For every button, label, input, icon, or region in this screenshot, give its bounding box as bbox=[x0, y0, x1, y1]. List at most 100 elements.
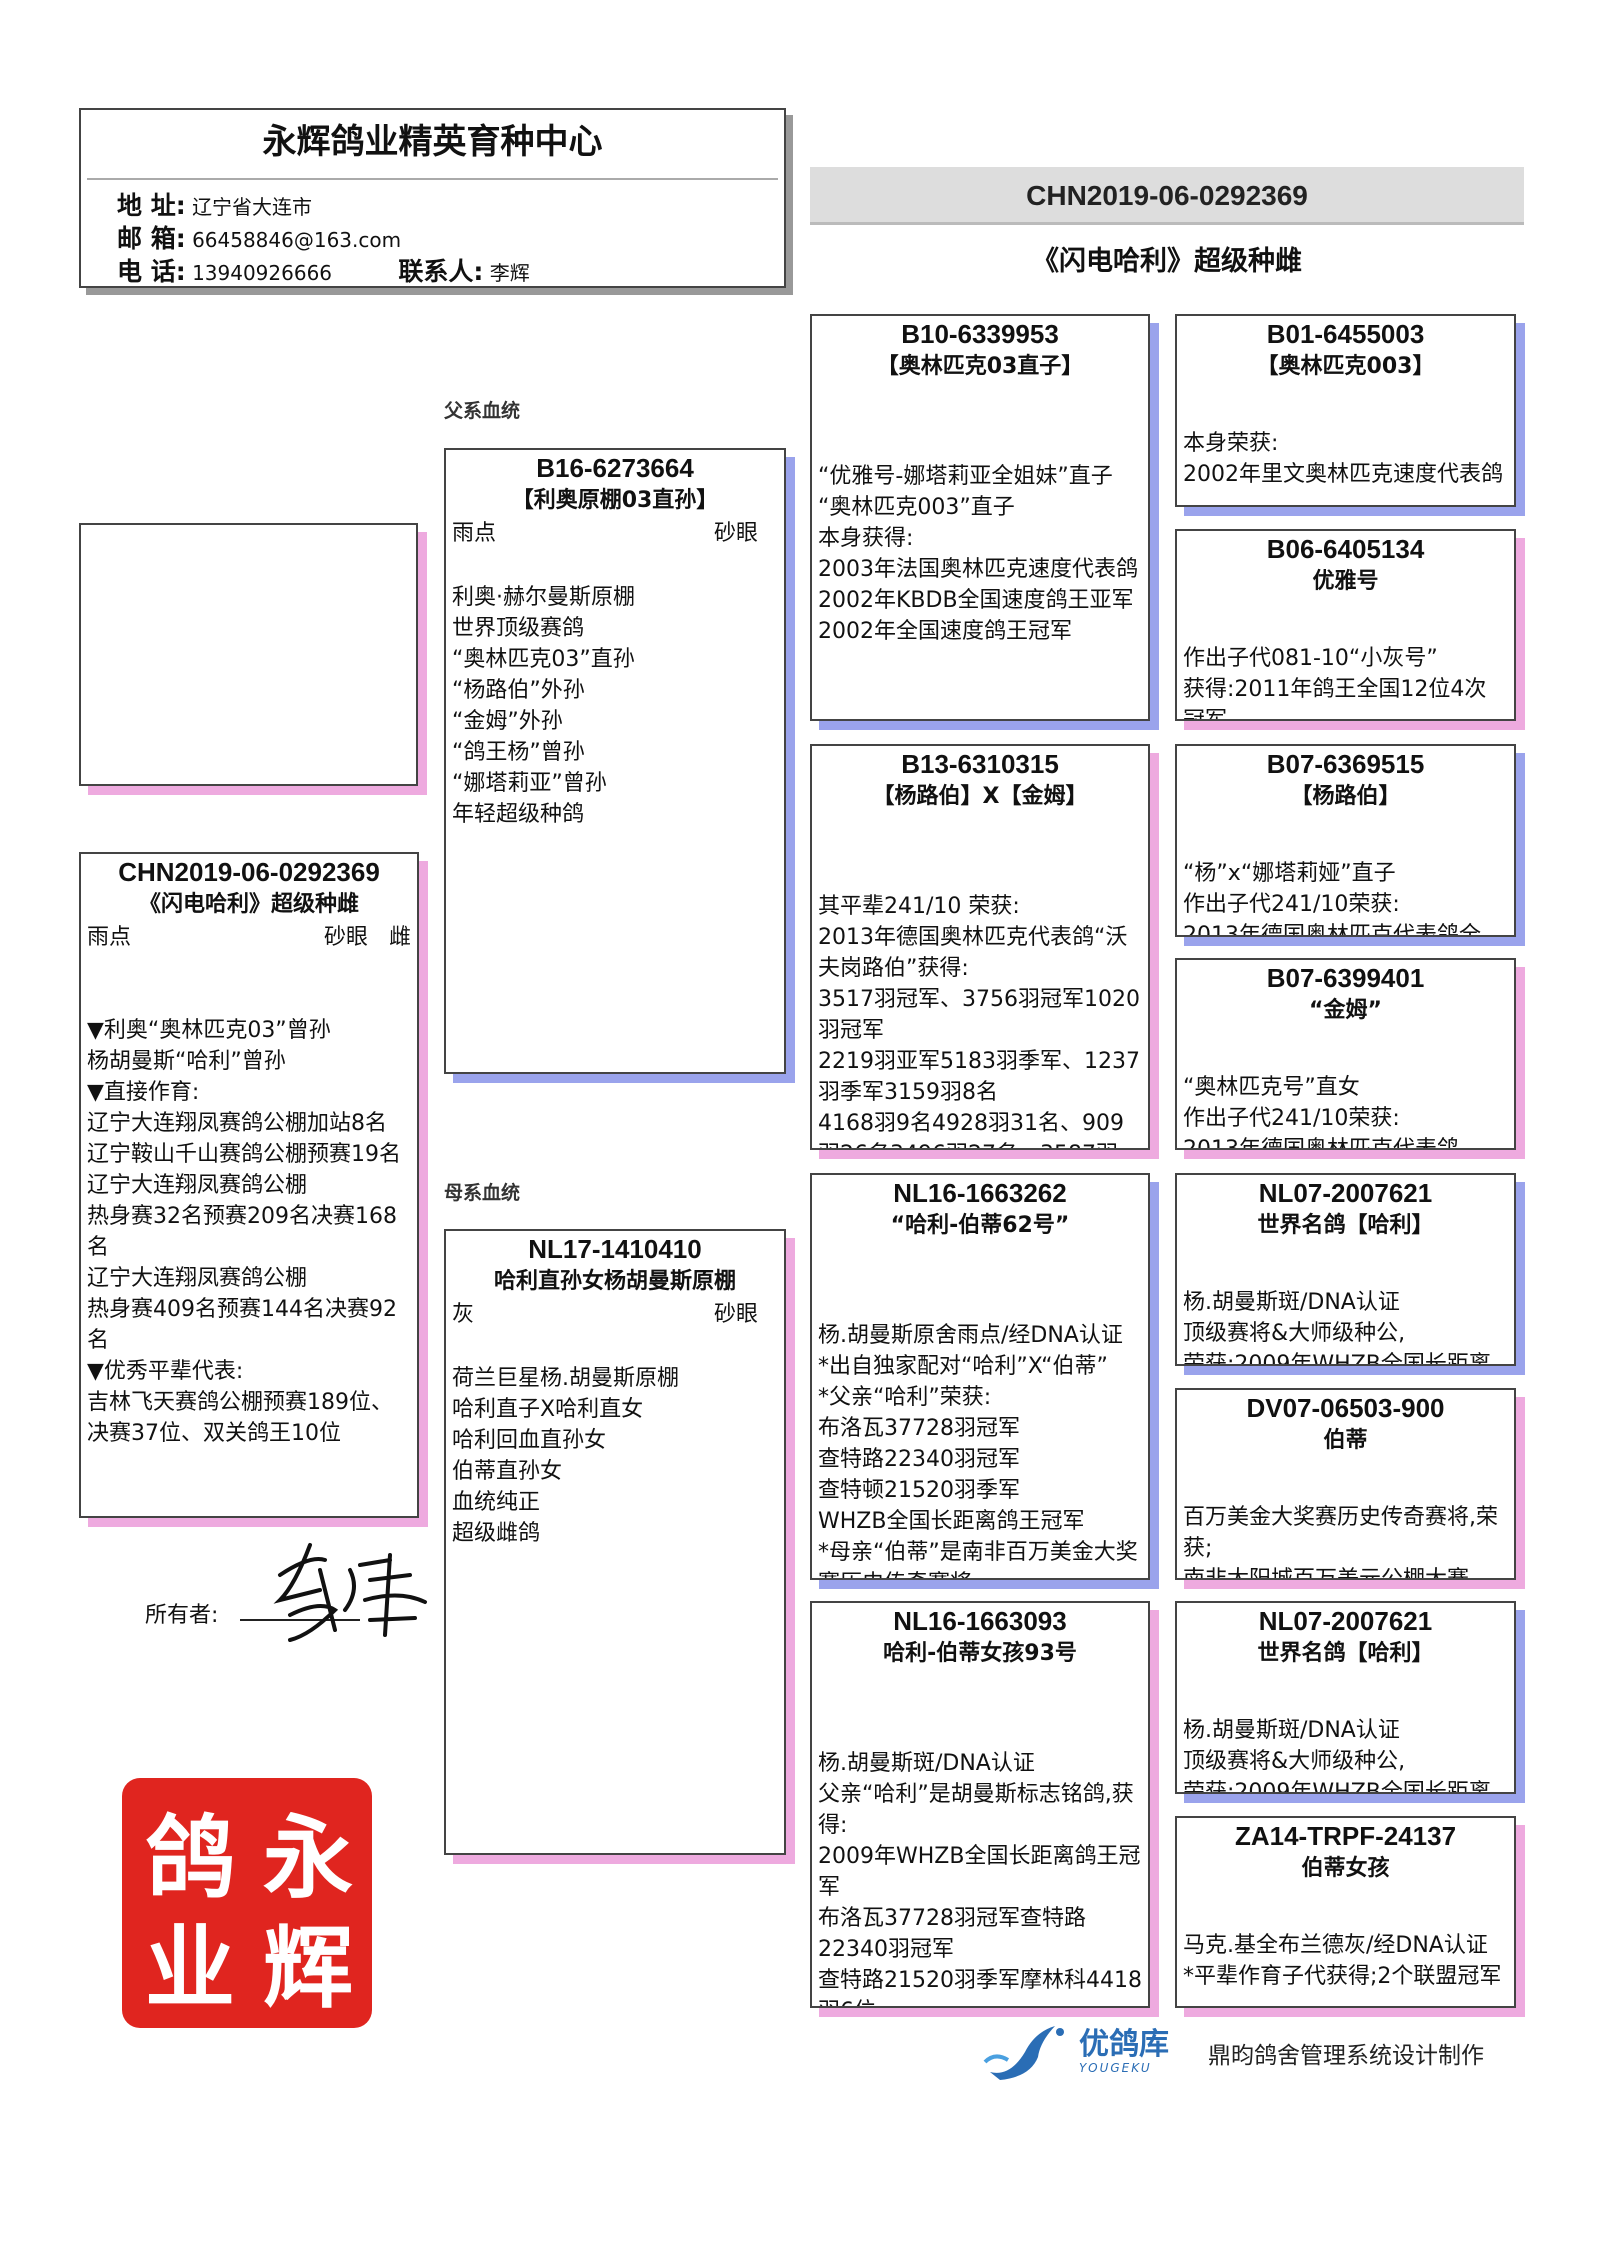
ring-number: NL07-2007621 bbox=[1258, 1178, 1433, 1208]
phone-label: 电 话: bbox=[117, 257, 186, 286]
photo-frame bbox=[79, 523, 418, 786]
ring-number: NL07-2007621 bbox=[1258, 1606, 1433, 1636]
grandparent-card: NL16-1663093 哈利-伯蒂女孩93号杨.胡曼斯斑/DNA认证 父亲“哈利… bbox=[810, 1601, 1150, 2008]
pigeon-desc: 马克.基全布兰德灰/经DNA认证 *平辈作育子代获得;2个联盟冠军 bbox=[1183, 1933, 1502, 1989]
pigeon-desc: “杨”x“娜塔莉娅”直子 作出子代241/10荣获: 2013年德国奥林匹克代表… bbox=[1183, 861, 1481, 937]
great-grandparent-card: B01-6455003 【奥林匹克003】本身荣获: 2002年里文奥林匹克速度代… bbox=[1175, 314, 1516, 507]
address-label: 地 址: bbox=[117, 191, 186, 220]
logo-subtext: YOUGEKU bbox=[1079, 2061, 1152, 2075]
pigeon-name: 伯蒂女孩 bbox=[1301, 1856, 1390, 1881]
pigeon-desc: 杨.胡曼斯原舍雨点/经DNA认证 *出自独家配对“哈利”X“伯蒂” *父亲“哈利… bbox=[818, 1323, 1138, 1578]
address-value: 辽宁省大连市 bbox=[192, 195, 313, 219]
pigeon-name: 世界名鸽【哈利】 bbox=[1257, 1213, 1434, 1238]
footer-credit: 鼎昀鸽舍管理系统设计制作 bbox=[1208, 2043, 1484, 2069]
footer-logo: 优鸽库 YOUGEKU bbox=[980, 2022, 1169, 2082]
sire-ring: B16-6273664 bbox=[536, 453, 694, 483]
ring-number: ZA14-TRPF-24137 bbox=[1234, 1821, 1457, 1851]
subject-color: 雨点 bbox=[87, 925, 132, 950]
ring-number: B10-6339953 bbox=[901, 319, 1059, 349]
ring-number: B07-6369515 bbox=[1266, 749, 1425, 779]
signature bbox=[240, 1543, 427, 1642]
subject-card: CHN2019-06-0292369 《闪电哈利》超级种雌 雨点 砂眼 雌 ▼利奥… bbox=[79, 852, 419, 1518]
pigeon-desc: “奥林匹克号”直女 作出子代241/10荣获: 2013年德国奥林匹克代表鸽 bbox=[1183, 1075, 1459, 1150]
owner-label: 所有者: bbox=[145, 1603, 219, 1628]
contact-label: 联系人: bbox=[398, 257, 484, 286]
loft-info-card: 永辉鸽业精英育种中心 地 址: 辽宁省大连市 邮 箱: 66458846@163… bbox=[79, 108, 786, 288]
great-grandparent-card: B06-6405134 优雅号作出子代081-10“小灰号” 获得:2011年鸽王… bbox=[1175, 529, 1516, 721]
grandparent-card: B13-6310315 【杨路伯】X【金姆】其平辈241/10 荣获: 2013年… bbox=[810, 744, 1150, 1150]
ring-number: B01-6455003 bbox=[1266, 319, 1425, 349]
pigeon-name: 【杨路伯】 bbox=[1290, 784, 1401, 809]
pigeon-name: “金姆” bbox=[1309, 998, 1382, 1023]
pigeon-name: 【奥林匹克03直子】 bbox=[876, 354, 1084, 379]
pigeon-name: “哈利-伯蒂62号” bbox=[890, 1213, 1070, 1238]
email-row: 邮 箱: 66458846@163.com bbox=[117, 223, 784, 256]
svg-text:永: 永 bbox=[263, 1806, 353, 1911]
sire-section-label: 父系血统 bbox=[444, 400, 521, 422]
wing-logo-icon bbox=[983, 2026, 1064, 2080]
pigeon-desc: 其平辈241/10 荣获: 2013年德国奥林匹克代表鸽“沃夫岗路伯”获得: 3… bbox=[818, 894, 1140, 1148]
phone-row: 电 话: 13940926666 联系人: 李辉 bbox=[117, 256, 784, 286]
pigeon-desc: 作出子代081-10“小灰号” 获得:2011年鸽王全国12位4次冠军 bbox=[1183, 646, 1487, 721]
ring-number: B06-6405134 bbox=[1266, 534, 1425, 564]
pigeon-desc: 杨.胡曼斯斑/DNA认证 顶级赛将&大师级种公, 荣获:2009年WHZB全国长… bbox=[1183, 1290, 1491, 1366]
pigeon-name: 优雅号 bbox=[1312, 569, 1379, 594]
great-grandparent-card: NL07-2007621 世界名鸽【哈利】杨.胡曼斯斑/DNA认证 顶级赛将&大师… bbox=[1175, 1601, 1516, 1794]
sire-attrs: 雨点 砂眼 bbox=[446, 518, 784, 549]
dam-section-label: 母系血统 bbox=[444, 1182, 521, 1204]
svg-text:辉: 辉 bbox=[263, 1916, 353, 2021]
main-title: 《闪电哈利》超级种雌 bbox=[1032, 246, 1302, 277]
ring-number: DV07-06503-900 bbox=[1246, 1393, 1445, 1423]
subject-name: 《闪电哈利》超级种雌 bbox=[138, 892, 359, 917]
subject-sex: 雌 bbox=[388, 925, 411, 950]
svg-text:鸽: 鸽 bbox=[145, 1806, 235, 1911]
pigeon-name: 世界名鸽【哈利】 bbox=[1257, 1641, 1434, 1666]
pigeon-desc: 杨.胡曼斯斑/DNA认证 父亲“哈利”是胡曼斯标志铭鸽,获得: 2009年WHZ… bbox=[818, 1751, 1142, 2006]
subject-attrs: 雨点 砂眼 雌 bbox=[81, 922, 417, 953]
contact-value: 李辉 bbox=[489, 261, 530, 285]
phone-value: 13940926666 bbox=[192, 261, 333, 285]
great-grandparent-card: B07-6399401 “金姆” “奥林匹克号”直女 作出子代241/10荣获: 2… bbox=[1175, 958, 1516, 1150]
pigeon-desc: 百万美金大奖赛历史传奇赛将,荣获; 南非太阳城百万美元公棚大赛 bbox=[1183, 1505, 1498, 1580]
dam-eye: 砂眼 bbox=[713, 1302, 758, 1327]
svg-text:业: 业 bbox=[145, 1916, 235, 2021]
sire-card: B16-6273664 【利奥原棚03直孙】 雨点 砂眼 利奥·赫尔曼斯原棚 世界… bbox=[444, 448, 786, 1074]
sire-desc: 利奥·赫尔曼斯原棚 世界顶级赛鸽 “奥林匹克03”直孙 “杨路伯”外孙 “金姆”… bbox=[452, 585, 635, 827]
grandparent-card: B10-6339953 【奥林匹克03直子】 “优雅号-娜塔莉亚全姐妹”直子 “奥林… bbox=[810, 314, 1150, 721]
pigeon-name: 【奥林匹克003】 bbox=[1256, 354, 1435, 379]
great-grandparent-card: ZA14-TRPF-24137 伯蒂女孩马克.基全布兰德灰/经DNA认证 *平辈作… bbox=[1175, 1816, 1516, 2008]
grandparent-card: NL16-1663262 “哈利-伯蒂62号” 杨.胡曼斯原舍雨点/经DNA认证 *… bbox=[810, 1173, 1150, 1580]
subject-ring: CHN2019-06-0292369 bbox=[118, 857, 380, 887]
dam-desc: 荷兰巨星杨.胡曼斯原棚 哈利直子X哈利直女 哈利回血直孙女 伯蒂直孙女 血统纯正… bbox=[452, 1366, 679, 1546]
red-seal: 永 辉 鸽 业 bbox=[122, 1778, 372, 2028]
ring-number: NL16-1663093 bbox=[893, 1606, 1067, 1636]
address-row: 地 址: 辽宁省大连市 bbox=[117, 190, 784, 223]
great-grandparent-card: NL07-2007621 世界名鸽【哈利】杨.胡曼斯斑/DNA认证 顶级赛将&大师… bbox=[1175, 1173, 1516, 1366]
pigeon-desc: “优雅号-娜塔莉亚全姐妹”直子 “奥林匹克003”直子 本身获得: 2003年法… bbox=[818, 464, 1138, 644]
pigeon-name: 伯蒂 bbox=[1323, 1428, 1368, 1453]
email-value: 66458846@163.com bbox=[192, 228, 402, 252]
ring-number: NL16-1663262 bbox=[893, 1178, 1067, 1208]
loft-name: 永辉鸽业精英育种中心 bbox=[262, 122, 603, 162]
pigeon-name: 哈利-伯蒂女孩93号 bbox=[883, 1641, 1077, 1666]
email-label: 邮 箱: bbox=[117, 224, 186, 253]
dam-card: NL17-1410410 哈利直孙女杨胡曼斯原棚 灰砂眼 荷兰巨星杨.胡曼斯原棚… bbox=[444, 1229, 786, 1855]
ring-number: B13-6310315 bbox=[901, 749, 1059, 779]
sire-color: 雨点 bbox=[452, 521, 497, 546]
logo-text: 优鸽库 bbox=[1079, 2027, 1169, 2062]
sire-eye: 砂眼 bbox=[713, 521, 758, 546]
sire-name: 【利奥原棚03直孙】 bbox=[511, 488, 719, 513]
great-grandparent-card: B07-6369515 【杨路伯】 “杨”x“娜塔莉娅”直子 作出子代241/10荣… bbox=[1175, 744, 1516, 937]
pigeon-desc: 本身荣获: 2002年里文奥林匹克速度代表鸽 bbox=[1183, 431, 1503, 487]
dam-ring: NL17-1410410 bbox=[528, 1234, 702, 1264]
main-ring-bar: CHN2019-06-0292369 bbox=[810, 167, 1524, 225]
ring-number: B07-6399401 bbox=[1266, 963, 1425, 993]
dam-attrs: 灰砂眼 bbox=[446, 1299, 784, 1330]
pigeon-desc: 杨.胡曼斯斑/DNA认证 顶级赛将&大师级种公, 荣获:2009年WHZB全国长… bbox=[1183, 1718, 1491, 1794]
dam-name: 哈利直孙女杨胡曼斯原棚 bbox=[493, 1269, 736, 1294]
divider bbox=[87, 178, 778, 180]
subject-desc: ▼利奥“奥林匹克03”曾孙 杨胡曼斯“哈利”曾孙 ▼直接作育: 辽宁大连翔凤赛鸽… bbox=[87, 1018, 401, 1446]
great-grandparent-card: DV07-06503-900 伯蒂百万美金大奖赛历史传奇赛将,荣获; 南非太阳城百… bbox=[1175, 1388, 1516, 1580]
pigeon-name: 【杨路伯】X【金姆】 bbox=[872, 784, 1088, 809]
subject-eye: 砂眼 bbox=[323, 925, 368, 950]
